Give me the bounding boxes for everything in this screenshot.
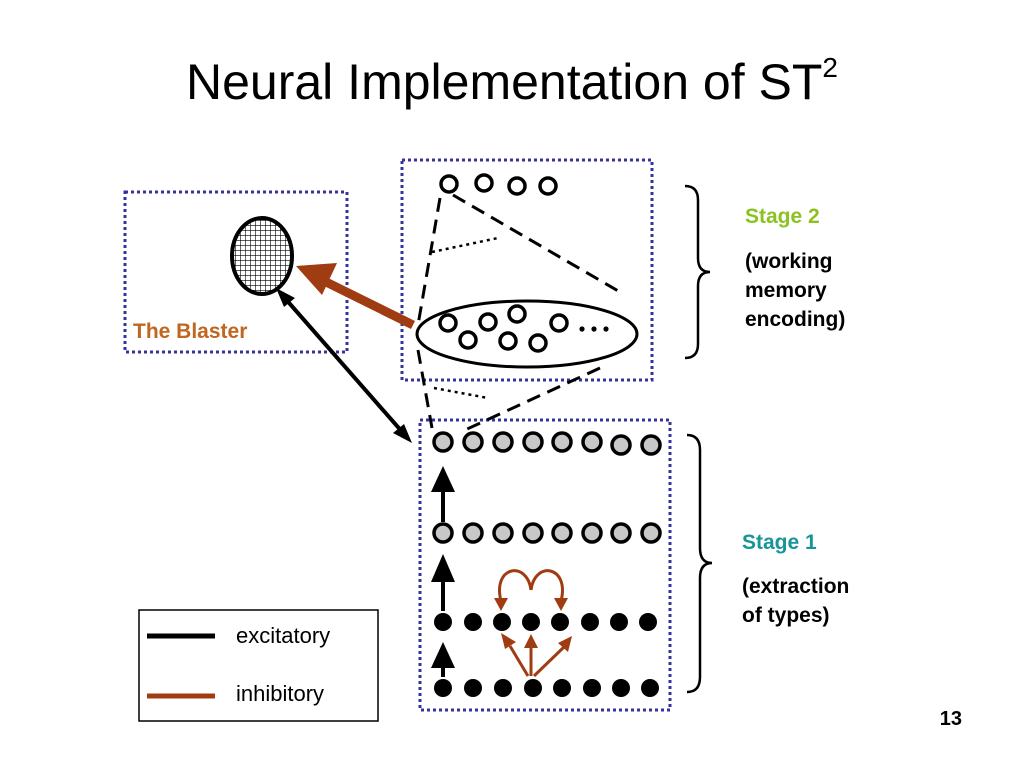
node — [474, 173, 494, 193]
node — [434, 679, 452, 697]
node — [639, 613, 657, 631]
node — [641, 679, 659, 697]
node — [551, 431, 573, 453]
node — [581, 431, 603, 453]
node — [458, 330, 478, 350]
node — [464, 613, 482, 631]
slide-title-text: Neural Implementation of ST — [186, 54, 823, 110]
node — [492, 431, 514, 453]
slide-title-superscript: 2 — [822, 52, 838, 83]
node — [583, 679, 601, 697]
stage2-label: Stage 2 — [745, 205, 820, 228]
node — [612, 679, 630, 697]
stage2-mapping-lines — [416, 193, 621, 432]
node — [522, 431, 544, 453]
node — [464, 679, 482, 697]
node — [581, 522, 603, 544]
blaster-excitatory-arrow — [276, 288, 412, 443]
node — [538, 176, 558, 196]
blaster-inhibitory-arrow — [296, 263, 415, 330]
node — [494, 679, 512, 697]
node — [493, 613, 511, 631]
node — [507, 176, 527, 196]
stage1-row-third — [434, 613, 657, 631]
stage1-feedforward-inhibition — [501, 633, 572, 678]
wm-nodes — [438, 304, 569, 353]
node — [581, 613, 599, 631]
node — [524, 679, 542, 697]
ellipsis-dots — [579, 326, 609, 332]
blaster-label: The Blaster — [133, 320, 248, 343]
page-number: 13 — [939, 708, 962, 730]
node — [551, 613, 569, 631]
node — [438, 313, 458, 333]
node — [462, 431, 484, 453]
node — [522, 613, 540, 631]
stage2-top-nodes — [439, 173, 558, 196]
stage2-box — [400, 158, 654, 382]
node — [522, 522, 544, 544]
node — [439, 174, 459, 194]
node — [462, 522, 484, 544]
node — [640, 434, 662, 456]
node — [528, 333, 548, 353]
node — [507, 304, 527, 324]
node — [432, 522, 454, 544]
stage1-description: (extraction of types) — [742, 575, 850, 627]
stage1-row-bottom — [434, 679, 659, 697]
blaster-box — [123, 190, 349, 354]
stage1-brace — [686, 433, 713, 694]
node — [478, 312, 498, 332]
slide-title: Neural Implementation of ST2 — [0, 52, 1024, 111]
node — [498, 331, 518, 351]
node — [492, 522, 514, 544]
node — [610, 434, 632, 456]
legend-excitatory-label: excitatory — [236, 623, 331, 648]
wm-ellipse — [415, 299, 639, 369]
node — [610, 613, 628, 631]
node — [434, 613, 452, 631]
stage1-excitatory-arrows — [431, 466, 455, 677]
node — [432, 431, 454, 453]
stage2-brace — [684, 184, 711, 360]
node — [553, 679, 571, 697]
blaster-node — [230, 216, 294, 296]
node — [551, 522, 573, 544]
stage1-lateral-arrowheads — [494, 598, 568, 611]
legend-inhibitory-label: inhibitory — [236, 681, 325, 706]
stage1-label: Stage 1 — [742, 531, 817, 554]
stage2-description: (working memory encoding) — [745, 250, 846, 331]
legend-box — [138, 609, 379, 722]
stage1-row-second — [432, 522, 662, 544]
node — [610, 522, 632, 544]
node — [549, 313, 569, 333]
stage1-row-top — [432, 431, 662, 456]
stage1-lateral-inhibition — [498, 569, 564, 602]
node — [640, 522, 662, 544]
